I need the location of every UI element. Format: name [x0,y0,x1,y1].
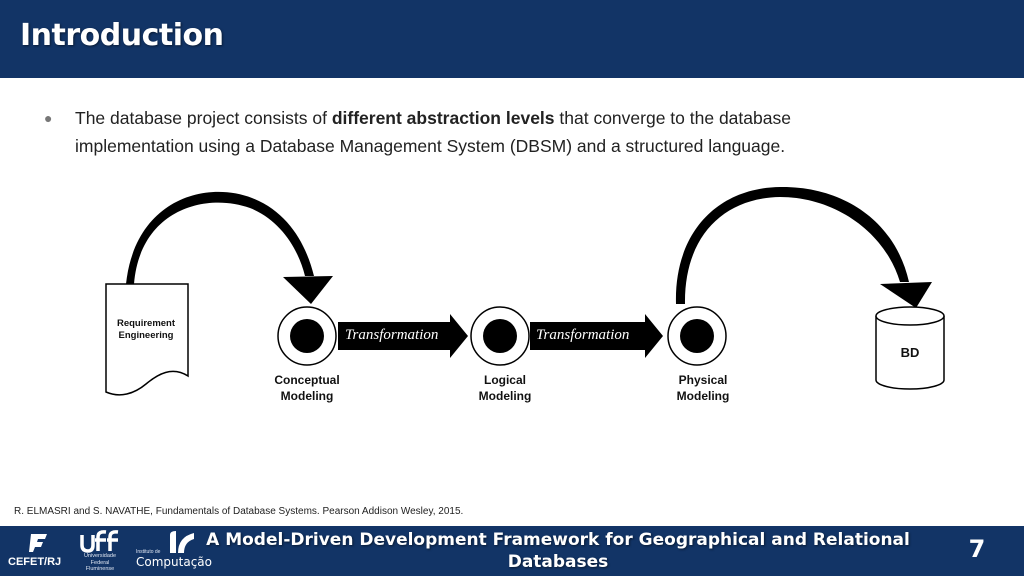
slide-title: Introduction [20,18,224,53]
bullet-text-start: The database project consists of [75,108,332,128]
curved-arrow-left-head [283,276,333,304]
uff-logo-icon [80,530,119,553]
transformation-arrow-1 [338,314,468,358]
ic-small-label: Instituto de [136,549,161,555]
transformation-label-2: Transformation [536,327,630,343]
page-number: 7 [968,535,986,563]
cefet-logo-icon [29,534,47,552]
transformation-arrow-2 [530,314,663,358]
uff-subtitle: Universidade Federal Fluminense [83,553,117,572]
ic-name-label: Computação [136,555,212,569]
curved-arrow-right-head [880,282,932,308]
bullet-text-bold: different abstraction levels [331,108,555,128]
footer-title: A Model-Driven Development Framework for… [206,530,910,572]
bullet-text-end: that converge to the database implementa… [75,108,791,156]
physical-label: Physical Modeling [676,373,730,403]
database-cylinder-top [875,306,945,326]
curved-arrow-right [675,186,909,304]
database-cylinder [875,316,945,390]
requirement-document [105,283,189,396]
conceptual-node-core [290,319,324,353]
transformation-label-1: Transformation [345,327,439,343]
conceptual-label: Conceptual Modeling [274,373,340,403]
bullet-dot-icon: ● [44,110,53,126]
logical-node-core [483,319,517,353]
physical-node-core [680,319,714,353]
requirement-label: Requirement Engineering [116,318,176,341]
curved-arrow-left [126,191,314,284]
cefet-label: CEFET/RJ [8,556,62,568]
database-label: BD [900,345,920,360]
reference-citation: R. ELMASRI and S. NAVATHE, Fundamentals … [14,506,464,517]
bullet-text: The database project consists of differe… [75,104,895,160]
logical-label: Logical Modeling [478,373,532,403]
ic-logo-icon [170,531,194,553]
title-bar [0,0,1024,78]
